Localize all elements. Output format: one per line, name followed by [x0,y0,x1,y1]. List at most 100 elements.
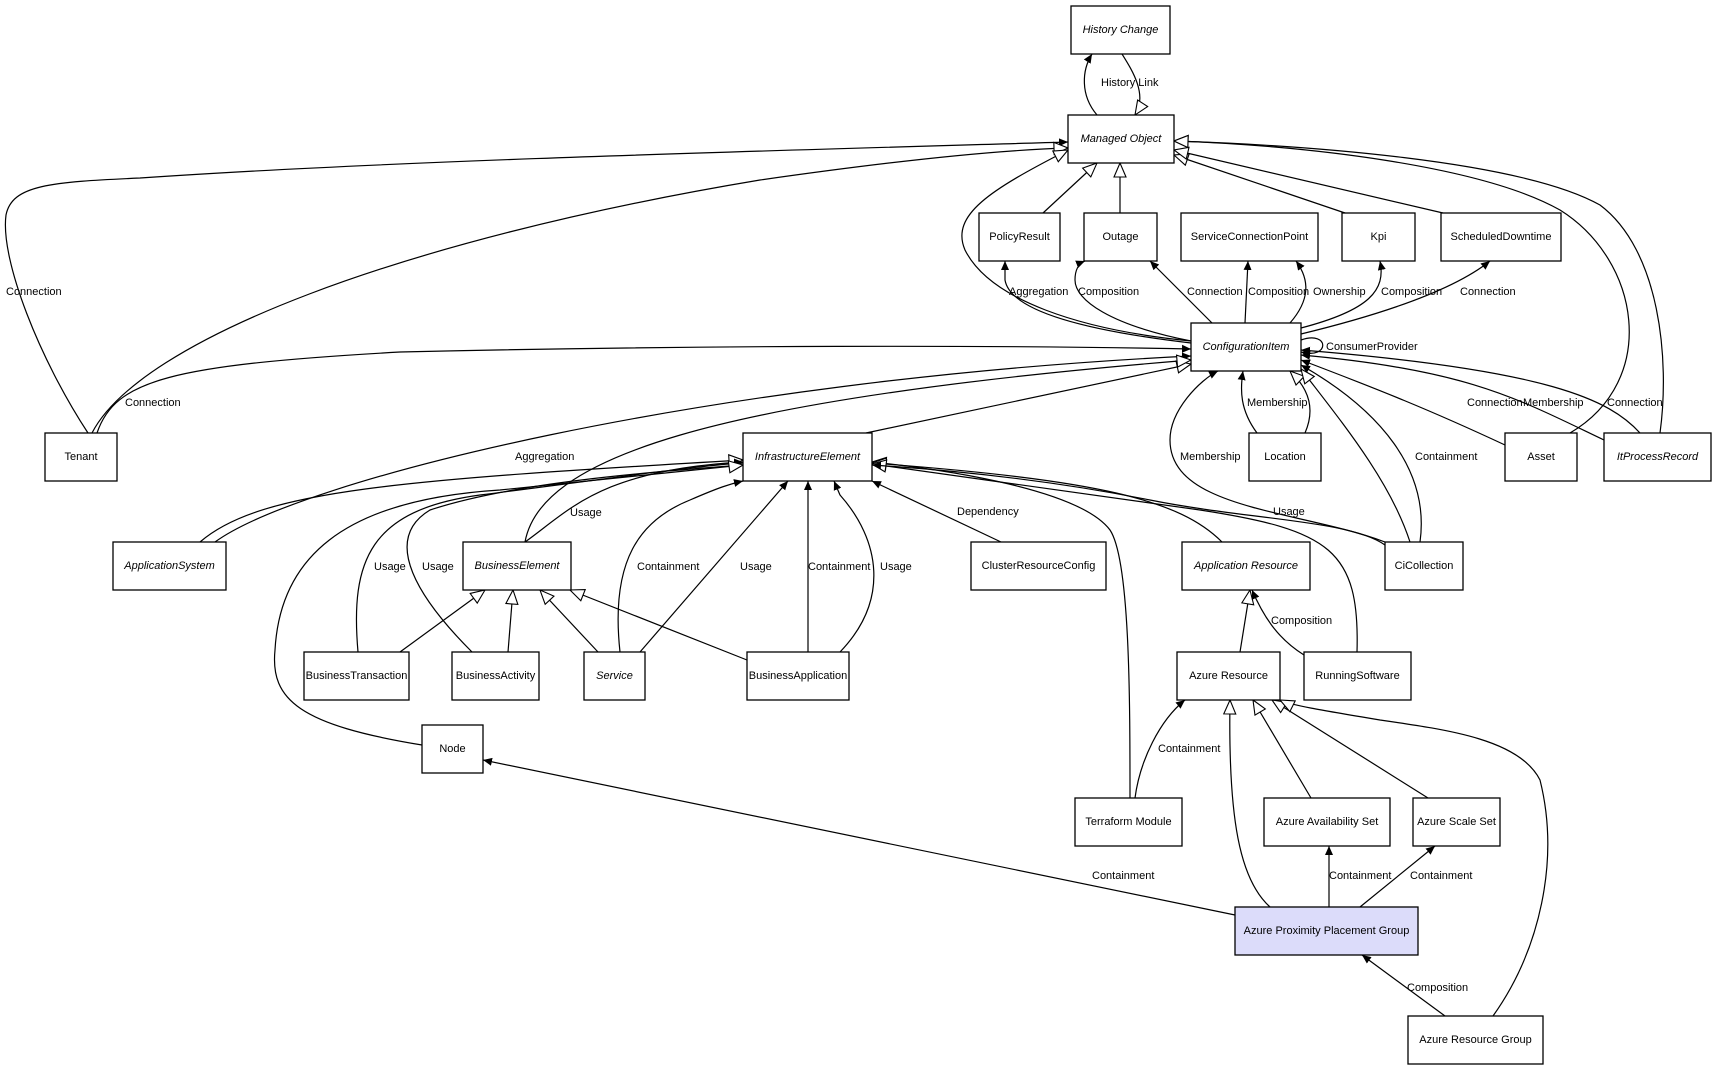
class-box[interactable] [1176,651,1281,701]
class-node-it-process-record[interactable]: ItProcessRecord [1603,432,1712,482]
class-box[interactable] [1384,541,1464,591]
edge-association-configuration-item-to-service-connection-point [1243,260,1252,324]
class-box[interactable] [1248,432,1322,482]
class-node-terraform-module[interactable]: Terraform Module [1074,797,1183,847]
edge-inheritance-running-software-to-infrastructure-element [872,464,1358,653]
class-node-business-activity[interactable]: BusinessActivity [451,651,540,701]
class-node-business-element[interactable]: BusinessElement [462,541,572,591]
class-node-infrastructure-element[interactable]: InfrastructureElement [742,432,873,482]
edge-association-terraform-module-to-azure-resource [1134,699,1186,799]
edge-inheritance-history-change-to-managed-object [1121,53,1140,115]
inheritance-arrow [1174,141,1630,434]
class-node-node[interactable]: Node [421,724,484,774]
class-box[interactable] [1412,797,1501,847]
association-arrow [1300,260,1491,335]
class-node-application-system[interactable]: ApplicationSystem [112,541,227,591]
class-box[interactable] [1440,212,1562,262]
edge-association-configuration-item-to-outage [1149,260,1213,324]
inheritance-arrow [1253,700,1312,799]
class-node-azure-availability-set[interactable]: Azure Availability Set [1263,797,1391,847]
class-node-policy-result[interactable]: PolicyResult [978,212,1061,262]
class-box[interactable] [742,432,873,482]
class-box[interactable] [421,724,484,774]
class-node-azure-resource-group[interactable]: Azure Resource Group [1407,1015,1544,1065]
class-box[interactable] [112,541,227,591]
class-box[interactable] [1407,1015,1544,1065]
class-node-kpi[interactable]: Kpi [1341,212,1416,262]
class-box[interactable] [1180,212,1319,262]
class-name: Azure Resource [1189,670,1268,682]
class-box[interactable] [1603,432,1712,482]
class-node-service-connection-point[interactable]: ServiceConnectionPoint [1180,212,1319,262]
edge-inheritance-configuration-item-to-managed-object [961,150,1192,342]
edge-association-location-to-configuration-item [1237,370,1258,434]
class-box[interactable] [1504,432,1578,482]
association-arrow [1169,370,1386,543]
class-node-location[interactable]: Location [1248,432,1322,482]
inheritance-arrow [872,462,1131,799]
association-arrow [871,480,1002,543]
inheritance-arrow [1230,700,1271,908]
edge-inheritance-ci-collection-to-configuration-item [1301,369,1411,543]
edge-association-service-to-infrastructure-element [639,480,789,653]
edge-association-configuration-item-to-policy-result [1001,261,1192,344]
edge-label: Usage [740,561,772,573]
association-arrow [639,480,789,653]
edge-inheritance-asset-to-managed-object [1174,141,1630,434]
class-box[interactable] [1070,5,1171,55]
inheritance-arrow [1174,141,1664,434]
class-node-business-transaction[interactable]: BusinessTransaction [303,651,410,701]
class-box[interactable] [303,651,410,701]
class-node-ci-collection[interactable]: CiCollection [1384,541,1464,591]
class-box[interactable] [746,651,850,701]
class-box[interactable] [1234,906,1419,956]
edge-label: Composition [1078,286,1139,298]
class-box[interactable] [1074,797,1183,847]
class-node-azure-scale-set[interactable]: Azure Scale Set [1412,797,1501,847]
class-box[interactable] [970,541,1107,591]
edge-label: Usage [1273,506,1305,518]
class-box[interactable] [1263,797,1391,847]
class-node-azure-resource[interactable]: Azure Resource [1176,651,1281,701]
class-node-application-resource[interactable]: Application Resource [1181,541,1311,591]
class-name: Service [596,670,633,682]
edge-association-it-process-record-to-configuration-item [1300,351,1605,441]
association-arrow [214,352,1192,543]
class-node-configuration-item[interactable]: ConfigurationItem [1190,322,1302,372]
edge-association-azure-resource-group-to-azure-proximity-placement-group [1361,954,1446,1017]
edge-association-tenant-to-managed-object [4,138,1069,434]
class-node-tenant[interactable]: Tenant [44,432,118,482]
class-box[interactable] [978,212,1061,262]
edge-label: Containment [808,561,870,573]
class-box[interactable] [1341,212,1416,262]
class-node-outage[interactable]: Outage [1083,212,1158,262]
class-box[interactable] [583,651,646,701]
class-box[interactable] [1083,212,1158,262]
class-box[interactable] [1303,651,1412,701]
class-node-asset[interactable]: Asset [1504,432,1578,482]
inheritance-arrow [1301,369,1411,543]
class-node-scheduled-downtime[interactable]: ScheduledDowntime [1440,212,1562,262]
edge-association-application-system-to-configuration-item [214,352,1192,543]
class-box[interactable] [1190,322,1302,372]
class-node-running-software[interactable]: RunningSoftware [1303,651,1412,701]
association-arrow [1289,260,1307,324]
class-node-business-application[interactable]: BusinessApplication [746,651,850,701]
edge-inheritance-node-to-infrastructure-element [273,465,743,746]
class-node-azure-proximity-placement-group[interactable]: Azure Proximity Placement Group [1234,906,1419,956]
inheritance-arrow [961,150,1192,342]
class-node-history-change[interactable]: History Change [1070,5,1171,55]
class-box[interactable] [44,432,118,482]
edge-association-configuration-item-to-service-connection-point [1289,260,1307,324]
class-box[interactable] [462,541,572,591]
class-box[interactable] [451,651,540,701]
class-node-managed-object[interactable]: Managed Object [1067,114,1175,164]
edge-label: Membership [1523,397,1584,409]
edge-label: Containment [1158,743,1220,755]
class-box[interactable] [1067,114,1175,164]
class-box[interactable] [1181,541,1311,591]
edge-inheritance-azure-availability-set-to-azure-resource [1253,700,1312,799]
class-node-cluster-resource-config[interactable]: ClusterResourceConfig [970,541,1107,591]
class-node-service[interactable]: Service [583,651,646,701]
edge-inheritance-it-process-record-to-managed-object [1174,141,1664,434]
